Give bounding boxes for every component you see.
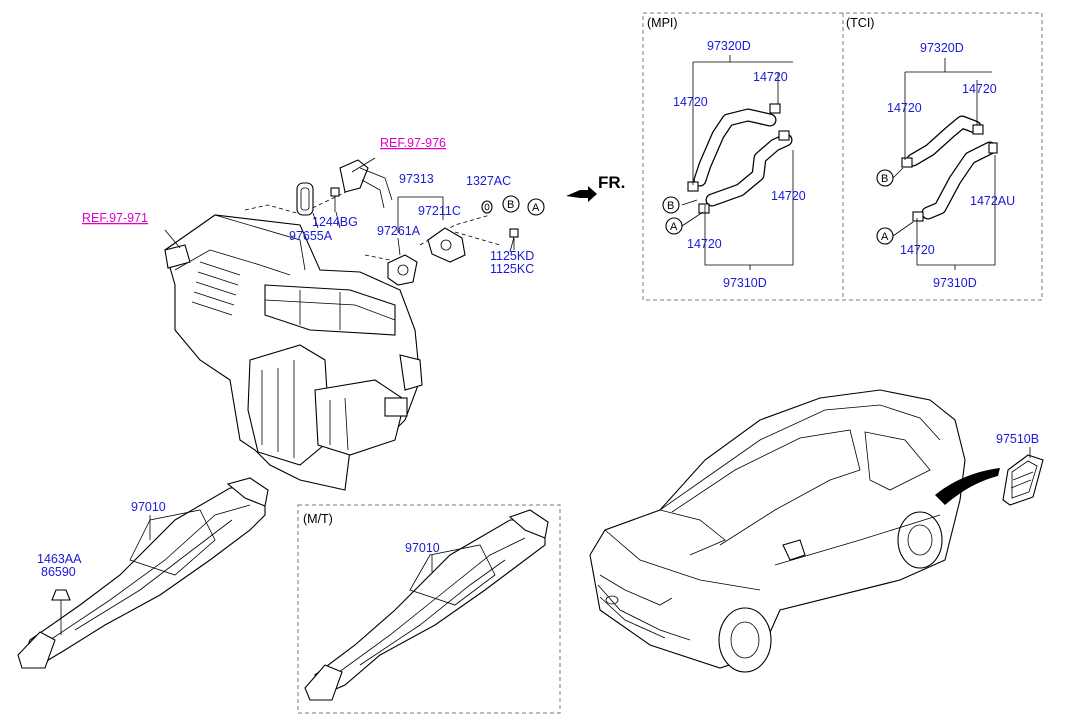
circle-marker-b-heater: B (502, 195, 520, 213)
mpi-circle-a: A (665, 217, 683, 235)
mpi-label-14720-bottom: 14720 (687, 237, 722, 251)
sedan-car-illustration (589, 389, 966, 673)
tci-hose-97320d (906, 115, 982, 167)
tci-label-14720-left: 14720 (887, 101, 922, 115)
engine-variant-frame (642, 12, 1043, 301)
front-direction-arrow: FR. (566, 173, 625, 202)
label-1125kc: 1125KC (490, 262, 534, 276)
grommet-1327ac (481, 200, 493, 214)
ref-97-976-link[interactable]: REF.97-976 (380, 136, 446, 150)
mpi-label-14720-top: 14720 (753, 70, 788, 84)
svg-text:B: B (881, 173, 888, 185)
mpi-label-97320d: 97320D (707, 39, 751, 53)
circle-marker-a-heater: A (527, 198, 545, 216)
mpi-leaders (681, 55, 794, 270)
svg-text:B: B (667, 200, 674, 212)
label-97510b: 97510B (996, 432, 1039, 446)
svg-text:B: B (507, 199, 514, 211)
hvac-heater-unit (164, 214, 423, 491)
plate-97211c (427, 227, 466, 263)
tci-leaders (892, 58, 996, 270)
heater-label-leaders (164, 157, 515, 256)
mt-label-97010: 97010 (405, 541, 440, 555)
vent-97510b (1002, 454, 1044, 506)
label-97211c: 97211C (418, 204, 461, 218)
tci-header: (TCI) (846, 16, 874, 30)
vent-location-arrow (935, 468, 1000, 505)
mt-floor-duct-97010 (304, 509, 549, 701)
tci-circle-b: B (876, 169, 894, 187)
label-1125kd: 1125KD (490, 249, 534, 263)
mt-frame (297, 504, 561, 714)
label-97261a: 97261A (377, 224, 421, 238)
mpi-header: (MPI) (647, 16, 678, 30)
tci-label-14720-right: 14720 (962, 82, 997, 96)
tci-circle-a: A (876, 227, 894, 245)
label-97010: 97010 (131, 500, 166, 514)
mpi-hose-clamps (687, 103, 790, 214)
tci-hose-97310d (921, 141, 997, 220)
mpi-label-14720-left: 14720 (673, 95, 708, 109)
mpi-hose-97320d (693, 108, 777, 187)
tci-hose-clamps (901, 124, 998, 222)
mpi-hose-97310d (705, 133, 793, 207)
screw-1125kd (509, 228, 519, 253)
floor-duct-97010 (17, 477, 269, 669)
mpi-label-14720-right: 14720 (771, 189, 806, 203)
svg-text:A: A (670, 221, 678, 233)
front-label: FR. (598, 173, 625, 192)
tci-label-97310d: 97310D (933, 276, 977, 290)
label-1244bg: 1244BG (312, 215, 358, 229)
label-97655a: 97655A (289, 229, 333, 243)
label-97313: 97313 (399, 172, 434, 186)
gasket-97655a (296, 182, 314, 216)
label-1327ac: 1327AC (466, 174, 511, 188)
mt-header: (M/T) (303, 512, 333, 526)
mpi-circle-b: B (662, 196, 680, 214)
label-1463aa: 1463AA (37, 552, 82, 566)
gasket-97261a (387, 254, 418, 286)
mpi-label-97310d: 97310D (723, 276, 767, 290)
heater-hose-connector (339, 159, 393, 209)
tci-label-1472au: 1472AU (970, 194, 1015, 208)
tci-label-14720-bottom: 14720 (900, 243, 935, 257)
label-86590: 86590 (41, 565, 76, 579)
bolt-1244bg (330, 187, 340, 212)
svg-text:A: A (881, 231, 889, 243)
ref-97-971-link[interactable]: REF.97-971 (82, 211, 148, 225)
svg-text:A: A (532, 202, 540, 214)
clip-1463aa (51, 589, 71, 635)
tci-label-97320d: 97320D (920, 41, 964, 55)
